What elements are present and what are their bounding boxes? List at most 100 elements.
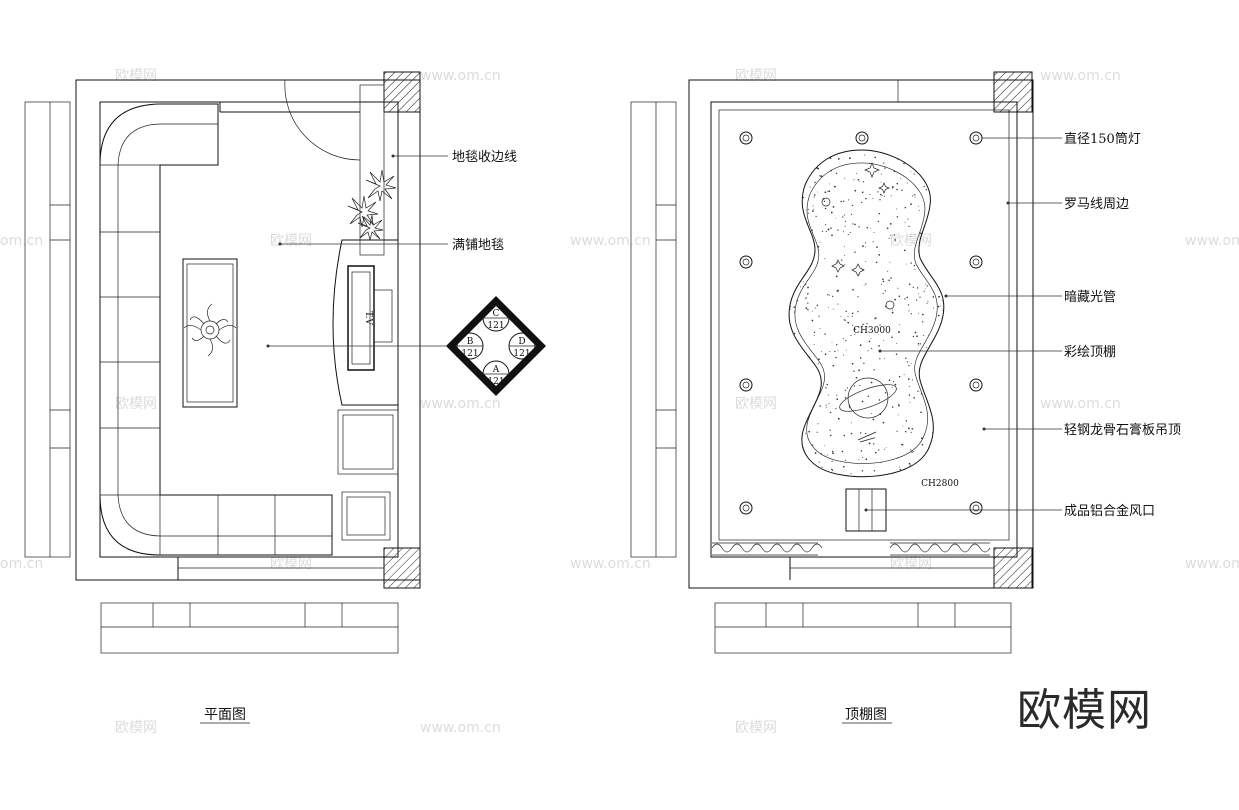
speckle	[918, 293, 920, 295]
speckle	[813, 331, 816, 334]
light-letter-left: B	[467, 337, 474, 347]
watermark-brand: 欧模网	[115, 396, 157, 412]
speckle	[861, 201, 863, 204]
speckle	[824, 445, 825, 446]
speckle	[904, 206, 907, 209]
watermark-site: www.om.cn	[420, 396, 501, 412]
speckle	[890, 195, 892, 197]
speckle	[882, 421, 885, 424]
speckle	[884, 290, 887, 292]
speckle	[913, 397, 915, 399]
speckle	[830, 169, 832, 172]
speckle	[901, 189, 903, 191]
speckle	[882, 280, 885, 283]
speckle	[802, 286, 804, 288]
speckle	[824, 207, 827, 210]
inner-wall	[99, 101, 399, 558]
speckle	[824, 353, 827, 356]
roman-line-label: 罗马线周边	[1064, 197, 1129, 212]
speckle	[850, 213, 853, 215]
speckle	[793, 311, 796, 313]
speckle	[894, 239, 896, 241]
watermark-brand: 欧模网	[890, 233, 932, 249]
speckle	[940, 305, 942, 307]
speckle	[885, 446, 887, 448]
speckle	[926, 347, 927, 349]
ceiling-height-inner: CH3000	[853, 326, 891, 336]
speckle	[919, 296, 921, 298]
side-table-inner	[346, 496, 386, 536]
speckle	[873, 369, 875, 371]
speckle	[865, 197, 867, 200]
speckle	[908, 310, 910, 312]
speckle	[937, 314, 940, 317]
speckle	[923, 334, 925, 336]
speckle	[853, 385, 856, 387]
speckle	[926, 303, 928, 305]
watermark-layer: 欧模网 www.om.cn 欧模网 www.om.cn om.cn 欧模网 ww…	[0, 68, 1239, 736]
speckle	[789, 308, 791, 310]
speckle	[813, 194, 816, 196]
downlight-icon	[969, 378, 983, 392]
speckle	[903, 374, 905, 376]
speckle	[896, 430, 898, 432]
speckle	[914, 268, 916, 270]
speckle	[824, 455, 826, 457]
speckle	[874, 156, 876, 159]
speckle	[861, 191, 864, 194]
speckle	[914, 196, 916, 198]
speckle	[889, 261, 891, 263]
speckle	[837, 158, 840, 160]
speckle	[835, 217, 837, 219]
speckle	[807, 286, 809, 289]
painted-ceiling-shape: CH3000	[788, 149, 945, 478]
speckle	[819, 328, 821, 330]
speckle	[850, 422, 852, 424]
speckle	[830, 227, 832, 229]
speckle	[825, 404, 827, 406]
speckle	[832, 452, 834, 455]
speckle	[821, 230, 824, 232]
speckle	[865, 283, 867, 285]
speckle	[884, 448, 886, 450]
speckle	[842, 231, 844, 233]
speckle	[831, 450, 834, 453]
speckle	[814, 452, 817, 454]
speckle	[854, 223, 856, 226]
speckle	[896, 182, 899, 185]
painted-ceiling-label: 彩绘顶棚	[1064, 345, 1116, 360]
speckle	[817, 191, 818, 193]
speckle	[877, 191, 879, 193]
speckle	[912, 286, 914, 288]
speckle	[931, 432, 934, 434]
speckle	[800, 286, 802, 288]
door-frame	[359, 84, 385, 256]
speckle	[918, 209, 920, 211]
speckle	[895, 343, 897, 345]
speckle	[830, 211, 833, 214]
speckle	[856, 173, 858, 175]
speckle	[865, 332, 867, 334]
speckle	[941, 318, 943, 320]
watermark-site: www.om.cn	[570, 556, 651, 572]
star-icon	[851, 263, 865, 277]
downlight-icon	[969, 501, 983, 515]
speckle	[813, 196, 815, 198]
speckle	[941, 300, 943, 302]
speckle	[796, 299, 799, 302]
speckle	[859, 344, 862, 346]
speckle	[858, 459, 860, 461]
speckle	[889, 223, 892, 225]
speckle	[937, 305, 940, 308]
leader-dot	[878, 349, 882, 353]
speckle	[865, 261, 867, 262]
sofa	[99, 103, 333, 556]
speckle	[871, 412, 872, 414]
speckle	[825, 407, 827, 409]
watermark-site: om.cn	[0, 233, 43, 249]
leader-dot	[944, 294, 948, 298]
speckle	[862, 456, 864, 458]
speckle	[847, 322, 850, 324]
speckle	[919, 343, 922, 345]
speckle	[819, 175, 821, 177]
